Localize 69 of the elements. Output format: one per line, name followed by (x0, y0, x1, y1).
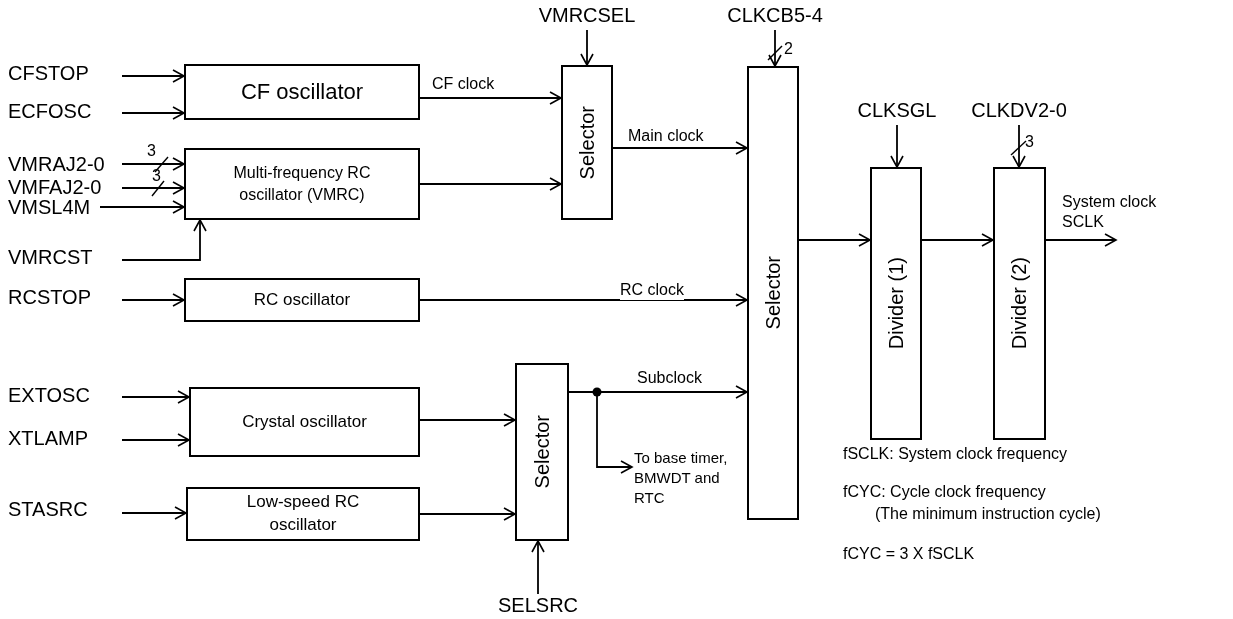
selector-block (747, 66, 799, 520)
arrow (798, 233, 871, 247)
destination-note: To base timer, BMWDT and RTC (634, 448, 746, 508)
signal-name: CLKSGL (845, 101, 949, 119)
legend-note: (The minimum instruction cycle) (875, 504, 1101, 524)
arrow (890, 124, 904, 168)
signal-name: SELSRC (490, 596, 586, 614)
arrow (121, 157, 185, 171)
oscillator-block (184, 148, 420, 220)
signal-name: XTLAMP (8, 429, 118, 447)
arrow (99, 200, 185, 214)
block-label: Selector (574, 105, 599, 180)
arrow (921, 233, 994, 247)
block-label: Crystal oscillator (242, 410, 367, 433)
block-label: Selector (760, 256, 785, 330)
arrow (121, 506, 187, 520)
legend-note: fCYC: Cycle clock frequency (843, 482, 1046, 502)
arrow (1045, 233, 1117, 247)
signal-name: VMSL4M (8, 198, 96, 216)
bus-width-label: 3 (152, 167, 161, 185)
arrow (419, 507, 516, 521)
legend-note: fSCLK: System clock frequency (843, 444, 1068, 464)
block-label: RC oscillator (253, 288, 351, 311)
block-label: Selector (529, 415, 554, 489)
signal-name: EXTOSC (8, 386, 118, 404)
signal-name: VMRAJ2-0 (8, 155, 118, 173)
block-label: CF oscillator (240, 78, 364, 107)
arrow (419, 177, 562, 191)
oscillator-block (184, 278, 420, 322)
arrow (121, 293, 185, 307)
signal-name: VMFAJ2-0 (8, 178, 118, 196)
arrow (580, 29, 594, 66)
legend-note: fCYC = 3 X fSCLK (843, 544, 975, 564)
selector-block (993, 167, 1046, 440)
selector-block (515, 363, 569, 541)
block-label: Divider (2) (1007, 257, 1031, 350)
signal-name: STASRC (8, 500, 118, 518)
arrow (121, 433, 190, 447)
bus-width-label: 3 (1025, 133, 1034, 151)
signal-name: VMRCSEL (537, 6, 637, 24)
edge-label: RC clock (620, 280, 684, 300)
arrow (612, 141, 748, 155)
block-label: Multi-frequency RC oscillator (VMRC) (232, 163, 372, 205)
oscillator-block (189, 387, 420, 457)
signal-name: CLKCB5-4 (720, 6, 830, 24)
signal-name: CFSTOP (8, 64, 118, 82)
block-label: Low-speed RC oscillator (245, 491, 361, 536)
arrow (1012, 124, 1026, 168)
arrow (121, 106, 185, 120)
arrow (121, 181, 185, 195)
arrow (121, 390, 190, 404)
bus-width-label: 2 (784, 40, 793, 58)
selector-block (561, 65, 613, 220)
arrow (419, 413, 516, 427)
arrow (419, 91, 562, 105)
selector-block (870, 167, 922, 440)
signal-name: RCSTOP (8, 288, 118, 306)
block-label: Divider (1) (883, 257, 908, 350)
signal-name: CLKDV2-0 (964, 101, 1074, 119)
signal-name: ECFOSC (8, 102, 118, 120)
arrow (121, 69, 185, 83)
oscillator-block (184, 64, 420, 120)
bus-width-label: 3 (147, 142, 156, 160)
arrow (531, 540, 545, 595)
arrow (768, 29, 782, 67)
arrow (419, 293, 748, 307)
arrow (121, 219, 207, 261)
oscillator-block (186, 487, 420, 541)
signal-name: VMRCST (8, 248, 118, 266)
